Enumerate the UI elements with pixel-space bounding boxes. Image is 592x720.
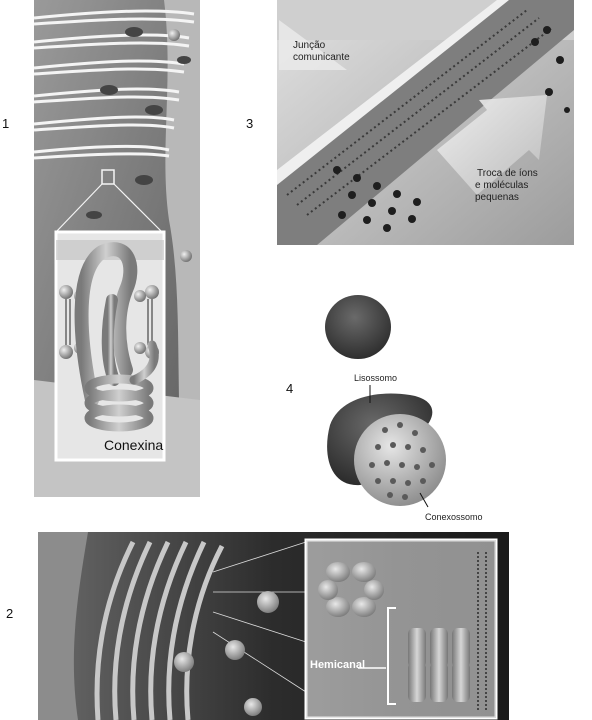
label-juncao-line1: Junção [293, 40, 326, 51]
label-conexina: Conexina [104, 437, 164, 453]
panel-4-lysosome-illustration: Lisossomo Conexossomo [300, 285, 510, 525]
panel-3-gap-junction-illustration: Junção comunicante Troca de íons e moléc… [277, 0, 574, 245]
label-juncao-line2: comunicante [293, 52, 350, 63]
label-troca-line2: e moléculas [475, 180, 529, 191]
panel-number-4: 4 [286, 381, 294, 396]
panel-2-hemichannel-illustration: Hemicanal [38, 532, 509, 720]
panel-number-2: 2 [6, 606, 14, 621]
label-conexossomo: Conexossomo [425, 512, 483, 522]
label-troca-line3: pequenas [475, 192, 519, 203]
label-hemicanal: Hemicanal [310, 659, 366, 671]
panel-1-connexin-illustration: Conexina [34, 0, 200, 497]
panel-number-1: 1 [2, 116, 10, 131]
label-lisossomo: Lisossomo [354, 373, 398, 383]
label-troca-line1: Troca de íons [477, 168, 538, 179]
panel-number-3: 3 [246, 116, 254, 131]
